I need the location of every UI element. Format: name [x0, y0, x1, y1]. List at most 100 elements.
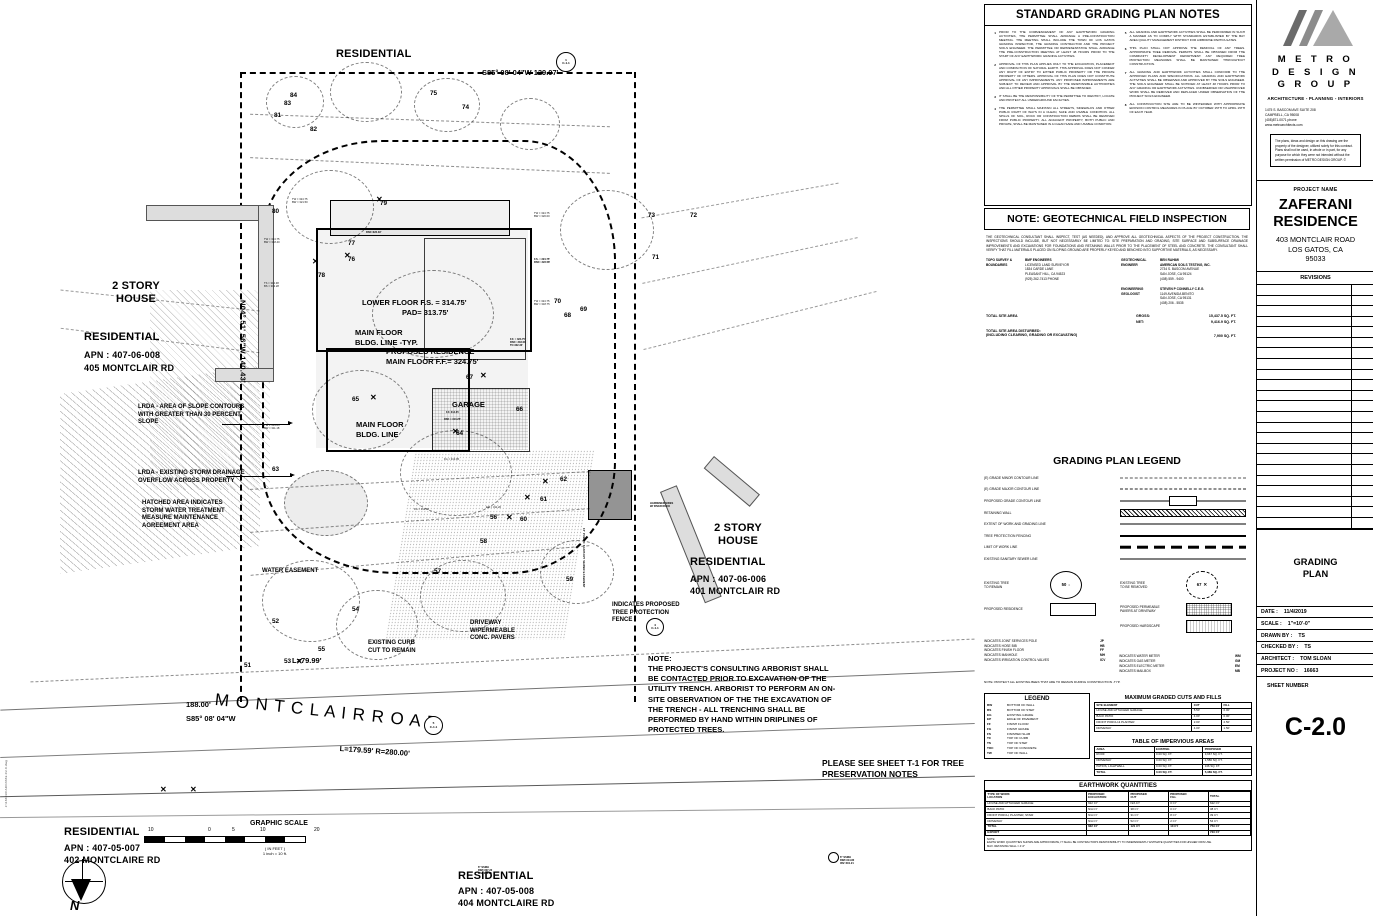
revision-row[interactable]: [1257, 422, 1373, 434]
tree-remove-x-icon: ✕: [296, 657, 303, 666]
firm-website[interactable]: www.metroarchitects.com: [1265, 122, 1303, 127]
firm-tagline: ARCHITECTURE - PLANNING - INTERIORS: [1267, 95, 1364, 101]
revision-row[interactable]: [1257, 507, 1373, 518]
revision-row[interactable]: [1257, 327, 1373, 338]
note-text: ALL CONSTRUCTION SITE ARE TO BE WINTERIZ…: [1129, 101, 1246, 114]
abbr-code: JP: [1100, 638, 1104, 643]
revision-row[interactable]: [1257, 316, 1373, 328]
bottom-center-neighbor-address: 404 MONTCLAIRE RD: [458, 898, 555, 908]
abbr-text: BOTTOM OF STEP: [1007, 707, 1035, 712]
cell: [1167, 829, 1209, 837]
revision-row[interactable]: [1257, 401, 1373, 413]
tree-canopy: [330, 62, 402, 122]
detail-bubble-top: 1 C-1.1: [556, 52, 576, 72]
abbr-row: INDICATES FINISH FLOOR FF: [984, 648, 1115, 653]
left-neighbor-house-wall-c: [215, 368, 274, 382]
driveway-label: DRIVEWAY W/PERMEABLE CONC. PAVERS: [470, 620, 515, 642]
abbr-text: INDICATES FINISH FLOOR: [984, 648, 1024, 653]
revision-row[interactable]: [1257, 380, 1373, 391]
revision-row[interactable]: [1257, 369, 1373, 381]
revision-row[interactable]: [1257, 412, 1373, 423]
meta-drawn-by: DRAWN BY : TS: [1257, 630, 1373, 642]
site-area-gross: TOTAL SITE AREA GROSS: 15,437.5 SQ. FT.: [986, 314, 1248, 319]
spot-elevation: FG = 312.40: [414, 508, 430, 511]
abbr-text: INDICATES MANHOLE: [984, 653, 1018, 658]
tree-remove-x-icon: ✕: [312, 257, 319, 266]
meta-key: PROJECT NO :: [1261, 667, 1298, 674]
right-neighbor-use: RESIDENTIAL: [690, 556, 766, 568]
pavers-swatch: [1186, 602, 1232, 616]
abbr-text: TOP OF CONCRETE: [1007, 746, 1037, 751]
north-letter: N: [70, 898, 80, 913]
tree-remove-x-icon: ✕: [370, 393, 377, 402]
legend-label: EXISTING SANITARY SEWER LINE: [984, 556, 1038, 561]
legend-label: RETAINING WALL: [984, 510, 1012, 515]
revision-row[interactable]: [1257, 295, 1373, 307]
revision-row[interactable]: [1257, 465, 1373, 476]
note-item: 3 IT SHALL BE THE RESPONSIBILITY OF THE …: [991, 94, 1114, 103]
property-boundary-north: [240, 72, 632, 74]
revision-row[interactable]: [1257, 443, 1373, 455]
legend-tree-removed: EXISTING TREE TO BE REMOVED 67 ✕: [1120, 570, 1250, 599]
firm-address-line: CAMPBELL, CA 95008: [1265, 112, 1299, 117]
sheet-number-caption: SHEET NUMBER: [1267, 683, 1309, 690]
abbr-code: EG: [987, 712, 992, 717]
abbr-code: TOC: [987, 746, 994, 751]
legend-label: (E) GRADE MINOR CONTOUR LINE: [984, 475, 1039, 480]
revision-row[interactable]: [1257, 284, 1373, 296]
tree-number-65: 65: [352, 396, 360, 403]
revision-row[interactable]: [1257, 359, 1373, 370]
lower-floor-pad-label: PAD= 313.75': [402, 308, 449, 317]
left-neighbor-type-line2: HOUSE: [115, 293, 157, 305]
bottom-center-neighbor-apn: APN : 407-05-008: [458, 886, 535, 896]
abbr-row: INDICATES MANHOLE MH: [984, 653, 1115, 658]
tree-canopy: [500, 98, 560, 150]
existing-curb-label: EXISTING CURB CUT TO REMAIN: [368, 640, 416, 654]
revision-row[interactable]: [1257, 454, 1373, 466]
revision-row[interactable]: [1257, 348, 1373, 360]
abbr-text: FINISHED SLAB: [1007, 731, 1031, 736]
abbr-text: TOP OF CURB: [1007, 736, 1029, 741]
table-row: DRIVEWAY 4.00' 1.50': [1093, 725, 1252, 733]
tree-number-72: 72: [690, 212, 698, 219]
revision-row[interactable]: [1257, 475, 1373, 487]
project-address-line3: 95033: [1305, 254, 1326, 264]
note-number: 1: [994, 31, 996, 35]
lower-floor-fs-label: LOWER FLOOR F.S. = 314.75': [362, 298, 467, 307]
revision-row[interactable]: [1257, 517, 1373, 529]
abbr-text: FINISH GRADE: [1007, 726, 1030, 731]
tree-number-59: 59: [566, 576, 574, 583]
abbr-code: MH: [1100, 653, 1105, 658]
abbr-code: HB: [1100, 643, 1105, 648]
tree-canopy: [560, 190, 654, 270]
spot-elevation: FG = 313.95: [444, 458, 460, 461]
cell: 4.00': [1191, 725, 1223, 733]
ff-32475-label: F.F. = 324.75' PAD=322.33': [366, 228, 382, 235]
revision-row[interactable]: [1257, 433, 1373, 444]
revision-row[interactable]: [1257, 496, 1373, 508]
legend-symbol-major-contour: [1116, 484, 1250, 496]
abbr-code: FF: [1100, 648, 1104, 653]
tree-number-75: 75: [430, 90, 438, 97]
abbr-text: EXISTING GRADE: [1007, 712, 1034, 717]
meta-value: TS: [1304, 644, 1312, 651]
copyright-disclaimer: The plans, ideas and design on this draw…: [1270, 133, 1361, 168]
revision-row[interactable]: [1257, 390, 1373, 402]
revision-row[interactable]: [1257, 486, 1373, 497]
hatched-area-note: HATCHED AREA INDICATES STORM WATER TREAT…: [142, 500, 225, 529]
left-neighbor-apn: APN : 407-06-008: [84, 350, 161, 360]
revision-row[interactable]: [1257, 306, 1373, 317]
tree-number-73: 73: [648, 212, 656, 219]
abbr-code: ICV: [1100, 657, 1106, 662]
tree-number-60: 60: [520, 516, 528, 523]
legend-symbol-minor-contour: [1116, 472, 1250, 484]
right-neighbor-house-wall-b: [703, 456, 760, 507]
revision-row[interactable]: [1257, 337, 1373, 349]
abbr-code: FG: [987, 726, 992, 731]
abbr-text: INDICATES IRRIGATION CONTROL VALVES: [984, 657, 1050, 662]
graphic-scale-bar: [144, 836, 306, 843]
